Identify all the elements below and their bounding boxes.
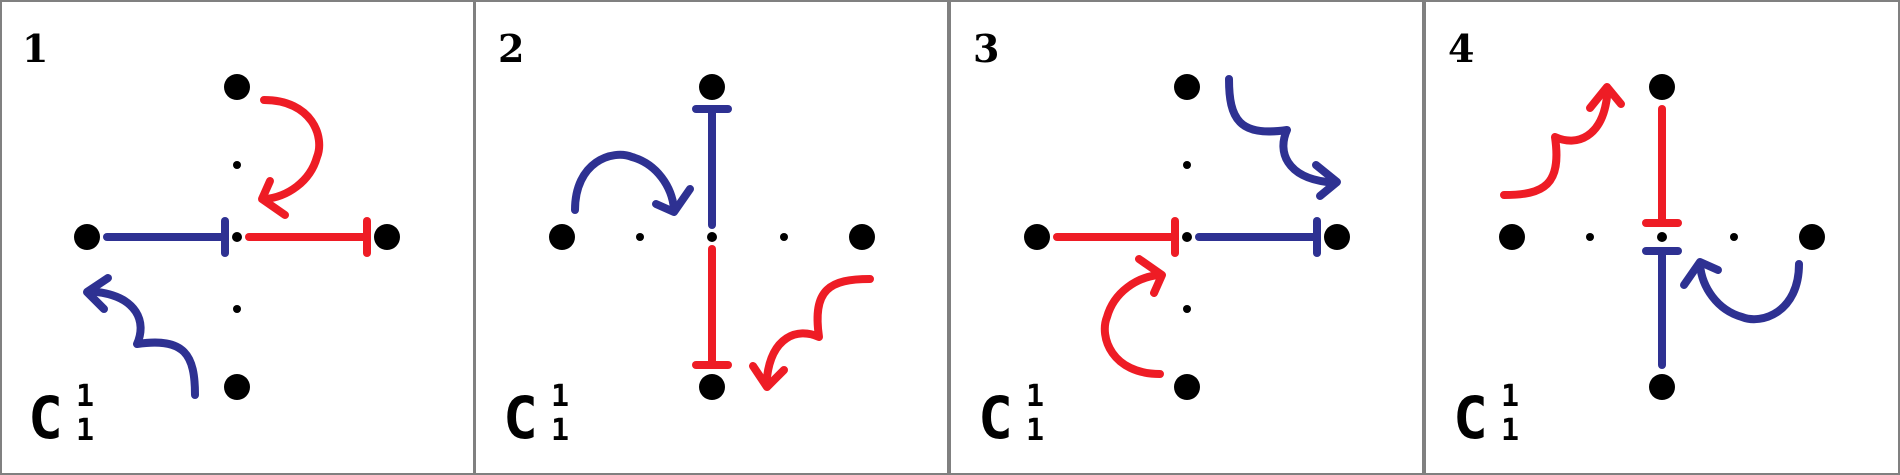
panel-1-blue-bar: [103, 217, 229, 257]
panel-3-subscript: 1: [1026, 413, 1044, 448]
panel-4-blue-arrow: [1680, 258, 1803, 324]
panel-4: 4 C 1: [1424, 0, 1900, 475]
panel-2-superscript: 1: [551, 379, 569, 414]
panel-4-blue-bar: [1642, 247, 1682, 369]
panel-3: 3 C 1: [949, 0, 1424, 475]
panel-2-blue-bar: [692, 105, 732, 229]
panel-1-subscript: 1: [76, 413, 94, 448]
panel-4-red-arrow: [1500, 83, 1625, 199]
panel-1-number: 1: [22, 26, 48, 71]
panel-1-red-bar: [245, 217, 371, 257]
panel-3-symbol: C 1 1: [978, 379, 1044, 452]
panel-3-number: 3: [973, 26, 999, 71]
panel-1-red-arrow: [258, 96, 324, 219]
panel-2-symbol: C 1 1: [503, 379, 569, 452]
panel-2-subscript: 1: [551, 413, 569, 448]
panel-4-number: 4: [1448, 26, 1474, 71]
panel-2-red-arrow: [749, 275, 874, 391]
panel-2: 2 C 1: [474, 0, 949, 475]
panel-4-symbol-letter: C: [1453, 384, 1488, 452]
panel-1: 1 C 1: [0, 0, 475, 475]
panel-2-number: 2: [498, 26, 524, 71]
panel-2-red-bar: [692, 245, 732, 369]
panel-1-symbol: C 1 1: [28, 379, 94, 452]
panel-3-blue-arrow: [1225, 75, 1341, 200]
panel-1-blue-arrow: [83, 274, 199, 399]
panel-3-superscript: 1: [1026, 379, 1044, 414]
panel-4-red-bar: [1642, 105, 1682, 227]
panel-4-subscript: 1: [1501, 413, 1519, 448]
panel-1-symbol-letter: C: [28, 384, 63, 452]
panel-3-symbol-letter: C: [978, 384, 1013, 452]
panel-4-superscript: 1: [1501, 379, 1519, 414]
panel-1-superscript: 1: [76, 379, 94, 414]
panel-2-symbol-letter: C: [503, 384, 538, 452]
panel-3-blue-bar: [1195, 217, 1321, 257]
panel-2-blue-arrow: [571, 150, 694, 216]
panel-3-red-bar: [1053, 217, 1179, 257]
panel-4-symbol: C 1 1: [1453, 379, 1519, 452]
panel-3-red-arrow: [1100, 255, 1166, 378]
